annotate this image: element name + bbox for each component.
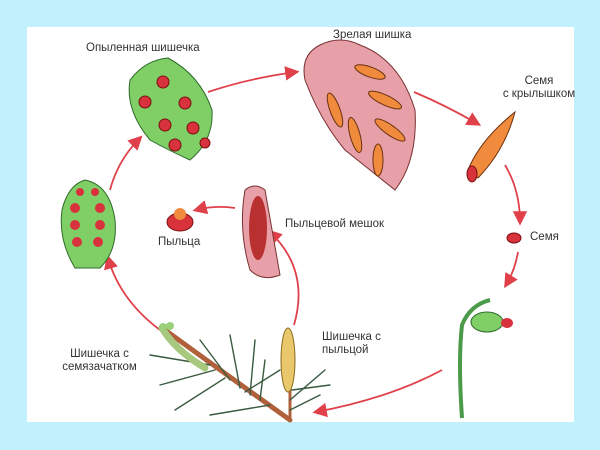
pollen-icon	[166, 208, 194, 232]
label-pollen-sac: Пыльцевой мешок	[285, 218, 385, 230]
arrow-pollen-cone-to-sac	[267, 229, 300, 326]
arrow-sac-to-pollen	[192, 200, 236, 215]
pine-branch-icon	[149, 322, 331, 423]
label-ovule-cone-line1: Шишечка с	[70, 348, 129, 360]
label-seed: Семя	[530, 231, 559, 243]
mature-cone-icon	[303, 39, 416, 191]
arrow-mature-to-winged	[413, 91, 482, 126]
ovule-cone-icon	[60, 179, 116, 269]
label-ovule-cone-line2: семязачатком	[62, 361, 137, 373]
label-winged-seed-line1: Семя	[524, 75, 554, 87]
arrow-branch-to-ovule-cone	[104, 254, 161, 331]
seed-icon	[506, 232, 522, 244]
arrow-ovule-to-pollinated	[109, 135, 143, 191]
arrow-pollinated-to-mature	[207, 66, 300, 93]
arrow-winged-to-seed	[504, 164, 528, 226]
label-pollen-cone-line2: пыльцой	[322, 344, 369, 356]
cycle-arrows	[104, 66, 528, 418]
label-pollinated-cone: Опыленная шишечка	[86, 42, 200, 54]
winged-seed-icon	[466, 110, 516, 183]
label-pollen-cone-line1: Шишечка с	[322, 331, 381, 343]
pollinated-cone-icon	[128, 57, 213, 161]
arrow-seedling-to-branch	[312, 369, 443, 418]
label-winged-seed-line2: с крылышком	[502, 88, 576, 100]
label-mature-cone: Зрелая шишка	[333, 29, 412, 41]
label-pollen: Пыльца	[158, 236, 201, 248]
seedling-icon	[458, 298, 513, 419]
diagram-panel	[27, 27, 574, 422]
pollen-sac-icon	[241, 185, 281, 279]
arrow-seed-to-seedling	[504, 251, 519, 289]
